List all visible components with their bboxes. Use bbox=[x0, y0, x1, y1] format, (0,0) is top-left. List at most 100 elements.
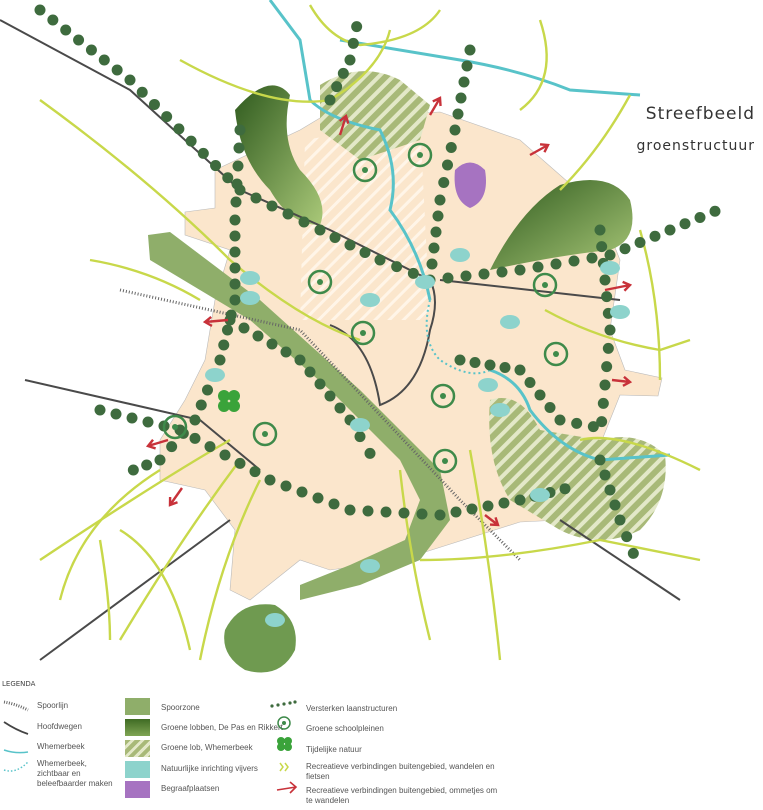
recreational-route bbox=[118, 459, 241, 641]
tree bbox=[232, 160, 244, 172]
tree bbox=[280, 480, 292, 492]
tree bbox=[694, 212, 706, 223]
tree bbox=[111, 64, 123, 76]
tree bbox=[351, 21, 363, 33]
recreational-route bbox=[398, 469, 432, 641]
tree bbox=[229, 214, 241, 226]
tree bbox=[649, 230, 661, 242]
tree bbox=[709, 205, 721, 217]
tree bbox=[124, 74, 136, 86]
recreational-route bbox=[579, 436, 701, 472]
tree bbox=[599, 379, 611, 391]
tree bbox=[499, 362, 511, 373]
school-ring bbox=[532, 272, 558, 298]
arrow bbox=[168, 487, 183, 507]
arrow bbox=[484, 514, 500, 527]
school-ring bbox=[307, 269, 333, 295]
tree bbox=[234, 124, 246, 136]
cemetery bbox=[454, 162, 486, 208]
tree bbox=[324, 94, 336, 106]
tree bbox=[534, 389, 546, 401]
recreational-route bbox=[559, 94, 632, 191]
tree bbox=[559, 483, 571, 495]
main-road-icon bbox=[3, 721, 29, 735]
school-ring bbox=[352, 157, 378, 183]
tree bbox=[233, 142, 245, 154]
map-title: Streefbeeld bbox=[645, 104, 755, 124]
walking-arrows bbox=[145, 96, 633, 527]
recreational-route bbox=[198, 479, 262, 661]
tree bbox=[482, 500, 494, 512]
spoorzone bbox=[148, 232, 450, 600]
school-ring bbox=[430, 383, 456, 409]
tree bbox=[430, 226, 442, 238]
tree bbox=[599, 469, 611, 481]
pond bbox=[478, 378, 498, 392]
legend-col3-icons bbox=[270, 700, 298, 794]
tree bbox=[364, 447, 376, 459]
tree bbox=[264, 474, 276, 486]
tree bbox=[568, 255, 580, 267]
school-ring bbox=[162, 414, 188, 440]
tree bbox=[602, 342, 614, 354]
red-arrow-icon bbox=[276, 781, 298, 794]
tree bbox=[250, 192, 262, 204]
tree bbox=[434, 194, 446, 206]
tree bbox=[391, 261, 403, 273]
tree bbox=[426, 258, 438, 270]
tree bbox=[599, 274, 611, 286]
tree bbox=[416, 508, 428, 520]
tree bbox=[136, 86, 148, 98]
pond bbox=[265, 613, 285, 627]
tree bbox=[73, 34, 85, 46]
tree bbox=[594, 454, 606, 466]
tree bbox=[594, 224, 606, 236]
arrow bbox=[604, 280, 633, 292]
green-lob-whemerbeek bbox=[320, 71, 430, 160]
pond bbox=[530, 488, 550, 502]
whemerbeek-dotted bbox=[425, 299, 491, 375]
tree bbox=[380, 506, 392, 518]
legend-spoorlijn: Spoorlijn bbox=[37, 701, 69, 710]
tree bbox=[224, 314, 236, 326]
tree bbox=[298, 216, 310, 228]
tree bbox=[478, 268, 490, 280]
tree bbox=[544, 402, 556, 413]
legend-groene-lobben: Groene lobben, De Pas en Rikkert bbox=[161, 723, 283, 732]
recreational-route bbox=[58, 468, 161, 601]
legend-wandelen-fietsen: Recreatieve verbindingen buitengebied, w… bbox=[306, 762, 495, 781]
tree bbox=[601, 291, 613, 303]
tree bbox=[458, 76, 470, 88]
tree bbox=[314, 378, 326, 390]
pond bbox=[490, 403, 510, 417]
recreational-route bbox=[89, 258, 201, 302]
swatch-begraafplaatsen bbox=[125, 781, 150, 798]
tree bbox=[634, 237, 646, 248]
arrow bbox=[145, 438, 169, 450]
tree bbox=[314, 224, 326, 236]
tree bbox=[218, 339, 230, 351]
tree bbox=[126, 412, 138, 424]
tree bbox=[466, 503, 478, 515]
arrow bbox=[611, 375, 633, 387]
tree bbox=[195, 399, 207, 411]
tree bbox=[222, 172, 234, 184]
tree bbox=[166, 441, 178, 453]
pond bbox=[240, 271, 260, 285]
school-dot bbox=[442, 458, 448, 464]
tree bbox=[229, 294, 241, 306]
tree bbox=[586, 252, 598, 264]
arrow bbox=[529, 143, 550, 157]
tree bbox=[249, 466, 261, 478]
tree bbox=[344, 54, 356, 66]
tree bbox=[94, 404, 106, 416]
swatch-groene-lob bbox=[125, 740, 150, 757]
tree bbox=[282, 208, 294, 220]
clover-legend-icon bbox=[277, 737, 292, 751]
tree bbox=[445, 142, 457, 153]
tree bbox=[550, 258, 562, 270]
tree bbox=[337, 67, 349, 79]
tree bbox=[514, 364, 526, 376]
tree bbox=[214, 354, 226, 366]
tree bbox=[442, 272, 454, 284]
